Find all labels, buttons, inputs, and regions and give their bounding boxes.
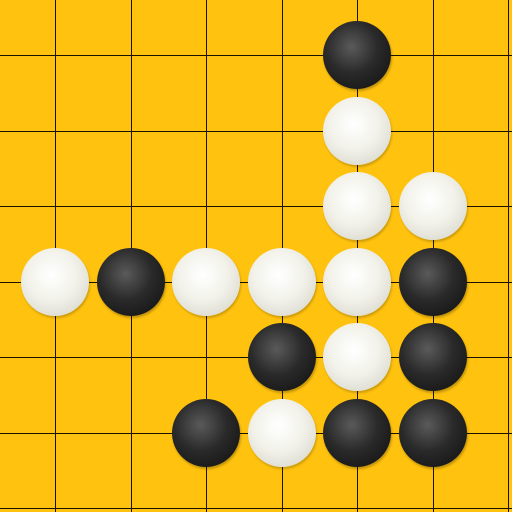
grid-line-horizontal [0, 206, 512, 207]
white-stone [323, 248, 391, 316]
black-stone [97, 248, 165, 316]
white-stone [323, 323, 391, 391]
white-stone [323, 97, 391, 165]
black-stone [323, 399, 391, 467]
white-stone [323, 172, 391, 240]
black-stone [323, 21, 391, 89]
white-stone [399, 172, 467, 240]
grid-line-horizontal [0, 55, 512, 56]
white-stone [21, 248, 89, 316]
black-stone [399, 248, 467, 316]
grid-line-horizontal [0, 131, 512, 132]
white-stone [248, 399, 316, 467]
grid-line-horizontal [0, 508, 512, 509]
black-stone [172, 399, 240, 467]
white-stone [248, 248, 316, 316]
black-stone [248, 323, 316, 391]
black-stone [399, 323, 467, 391]
white-stone [172, 248, 240, 316]
grid-line-vertical [508, 0, 509, 512]
black-stone [399, 399, 467, 467]
